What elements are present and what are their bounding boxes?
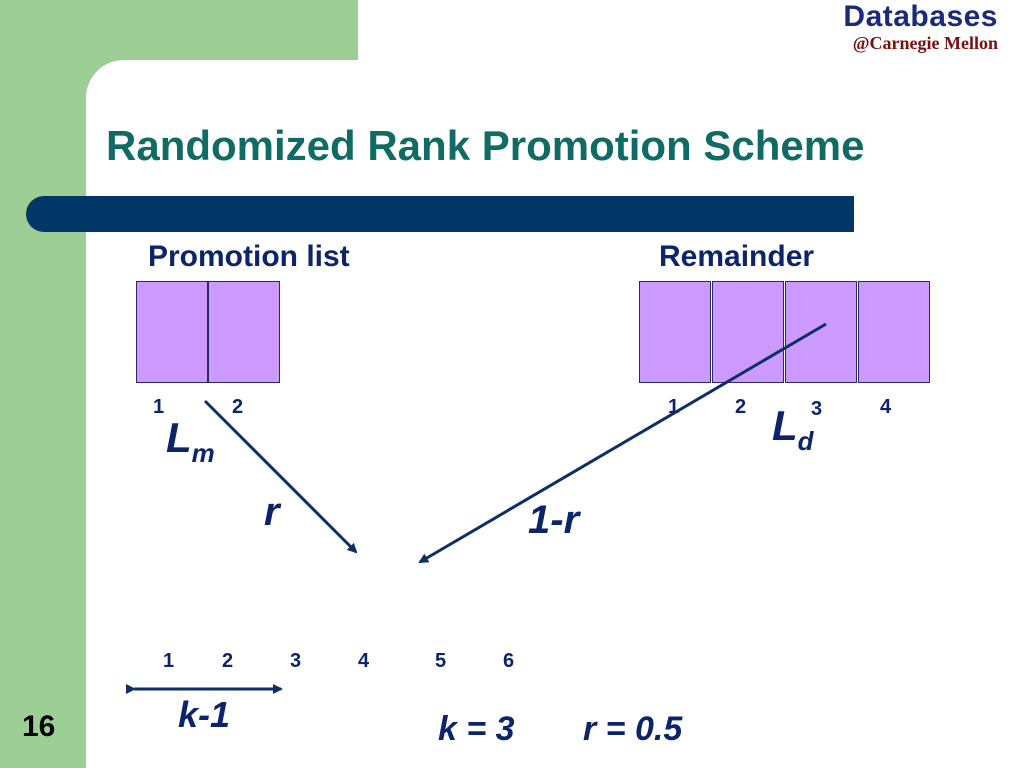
remainder-cell-3 <box>785 281 857 383</box>
remainder-index-3: 3 <box>811 398 823 420</box>
remainder-symbol-sub: d <box>797 426 814 456</box>
result-index-5: 5 <box>435 650 447 672</box>
result-index-1: 1 <box>163 650 175 672</box>
remainder-cell-2 <box>712 281 784 383</box>
slide-panel <box>86 60 1024 768</box>
promotion-list-label: Promotion list <box>148 240 350 273</box>
remainder-label: Remainder <box>659 240 815 273</box>
promotion-list-symbol-sub: m <box>191 438 215 468</box>
remainder-arrow <box>418 322 827 564</box>
promotion-list-symbol-main: L <box>166 414 192 461</box>
left-probability-label: r <box>264 490 280 534</box>
promotion-list-index-2: 2 <box>232 396 244 418</box>
remainder-symbol-main: L <box>772 402 798 449</box>
param-r: r = 0.5 <box>583 710 683 748</box>
slide-number: 16 <box>22 710 56 743</box>
title-underline-bar <box>26 196 854 232</box>
promotion-arrow <box>203 399 358 554</box>
result-index-4: 4 <box>358 650 370 672</box>
right-probability-label: 1-r <box>528 498 580 542</box>
header-strip <box>358 0 1024 60</box>
span-label: k-1 <box>178 694 231 735</box>
remainder-index-4: 4 <box>880 396 892 418</box>
promotion-list-symbol: Lm <box>166 414 215 468</box>
slide-title: Randomized Rank Promotion Scheme <box>106 122 865 169</box>
result-index-6: 6 <box>503 650 515 672</box>
promotion-list-cell-2 <box>208 281 280 383</box>
remainder-cell-1 <box>639 281 711 383</box>
remainder-cell-4 <box>858 281 930 383</box>
brand-title: Databases <box>843 0 998 33</box>
remainder-index-2: 2 <box>735 396 747 418</box>
param-k: k = 3 <box>438 710 515 748</box>
brand-subtitle: @Carnegie Mellon <box>852 33 998 53</box>
result-index-2: 2 <box>222 650 234 672</box>
brand-logo: Databases @Carnegie Mellon <box>843 2 998 54</box>
promotion-list-cell-1 <box>136 281 208 383</box>
remainder-index-1: 1 <box>668 396 680 418</box>
remainder-symbol: Ld <box>772 402 814 456</box>
promotion-list-index-1: 1 <box>153 396 165 418</box>
result-index-3: 3 <box>290 650 302 672</box>
